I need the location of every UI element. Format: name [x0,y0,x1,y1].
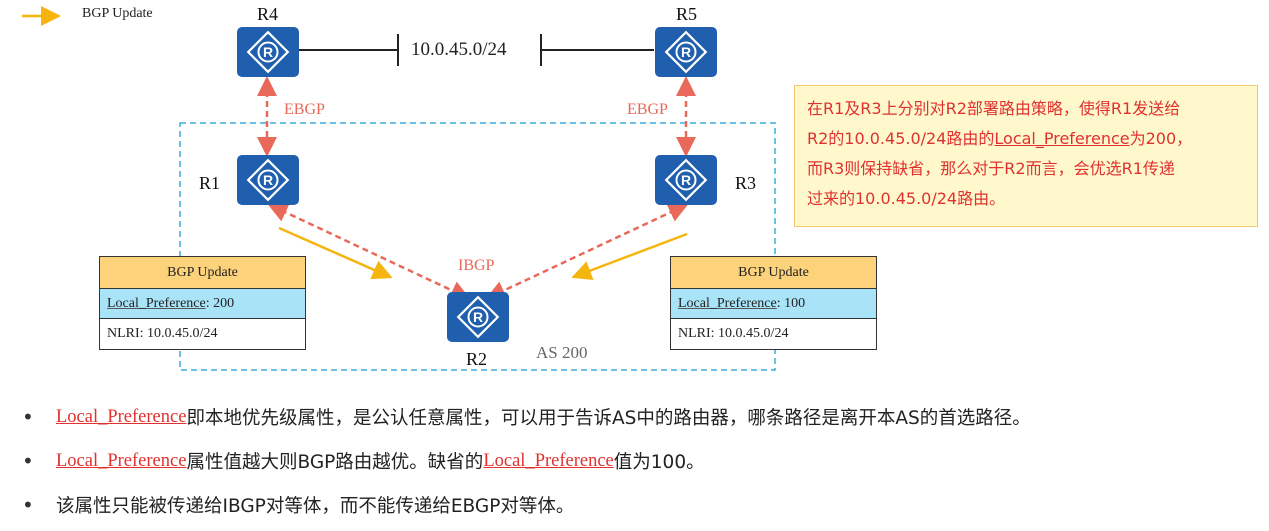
note-line-1: 在R1及R3上分别对R2部署路由策略，使得R1发送给 [807,99,1181,118]
router-icon: R [246,158,290,202]
router-icon: R [456,295,500,339]
router-r5[interactable]: R [655,27,717,77]
ibgp-link-right [485,203,689,300]
as-boundary [179,122,776,371]
router-label-r2: R2 [466,349,488,369]
update-arrow-left [278,226,393,280]
svg-text:R: R [263,44,273,60]
router-r3[interactable]: R [655,155,717,205]
local-preference-row: Local_Preference : 200 [100,289,305,319]
lp-value: : 100 [776,295,806,311]
nlri-row: NLRI: 10.0.45.0/24 [107,326,218,341]
svg-text:R: R [263,172,273,188]
bullet-text: 即本地优先级属性，是公认任意属性，可以用于告诉AS中的路由器，哪条路径是离开本A… [186,408,1031,429]
svg-text:R: R [681,172,691,188]
lp-key: Local_Preference [107,295,206,311]
bullet-dot: • [22,493,34,517]
note-line-2: R2的10.0.45.0/24路由的Local_Preference为200， [807,124,1245,154]
note-line-4: 过来的10.0.45.0/24路由。 [807,189,1006,208]
bullet-text: 该属性只能被传递给IBGP对等体，而不能传递给EBGP对等体。 [56,496,575,517]
note-lp-term: Local_Preference [994,129,1130,148]
bullet-term: Local_Preference [56,406,187,427]
svg-text:R: R [473,309,483,325]
router-label-r4: R4 [257,4,279,24]
svg-text:R: R [681,44,691,60]
policy-note: 在R1及R3上分别对R2部署路由策略，使得R1发送给 R2的10.0.45.0/… [794,85,1258,227]
ibgp-link-left [267,203,471,300]
legend-label: BGP Update [82,6,153,21]
bgp-update-box-right: BGP Update Local_Preference : 100 NLRI: … [670,256,877,350]
ebgp-label-left: EBGP [284,101,325,118]
bgp-update-box-left: BGP Update Local_Preference : 200 NLRI: … [99,256,306,350]
note-text: 为200， [1129,129,1193,148]
as-label: AS 200 [536,343,588,362]
bullet-dot: • [22,405,34,429]
bullet-item: • Local_Preference 属性值越大则BGP路由越优。缺省的 Loc… [22,439,1262,483]
lp-key: Local_Preference [678,295,777,311]
update-header: BGP Update [671,257,876,289]
note-text: R2的10.0.45.0/24路由的 [807,129,995,148]
ebgp-label-right: EBGP [627,101,668,118]
bullet-term: Local_Preference [483,450,614,471]
router-r4[interactable]: R [237,27,299,77]
network-label: 10.0.45.0/24 [411,39,507,60]
bullet-text: 值为100。 [613,452,705,473]
router-label-r5: R5 [676,4,698,24]
update-header: BGP Update [100,257,305,289]
bullet-list: • Local_Preference 即本地优先级属性，是公认任意属性，可以用于… [22,395,1262,527]
ibgp-label: IBGP [458,257,495,274]
bullet-item: • Local_Preference 即本地优先级属性，是公认任意属性，可以用于… [22,395,1262,439]
router-r2[interactable]: R [447,292,509,342]
local-preference-row: Local_Preference : 100 [671,289,876,319]
note-line-3: 而R3则保持缺省，那么对于R2而言，会优选R1传递 [807,159,1175,178]
router-icon: R [664,30,708,74]
lp-value: : 200 [205,295,235,311]
bullet-term: Local_Preference [56,450,187,471]
bullet-item: • 该属性只能被传递给IBGP对等体，而不能传递给EBGP对等体。 [22,483,1262,527]
bullet-text: 属性值越大则BGP路由越优。缺省的 [186,452,484,473]
router-label-r3: R3 [735,173,757,193]
router-icon: R [246,30,290,74]
update-arrow-right [571,232,688,281]
router-icon: R [664,158,708,202]
router-r1[interactable]: R [237,155,299,205]
bullet-dot: • [22,449,34,473]
nlri-row: NLRI: 10.0.45.0/24 [678,326,789,341]
router-label-r1: R1 [199,173,221,193]
